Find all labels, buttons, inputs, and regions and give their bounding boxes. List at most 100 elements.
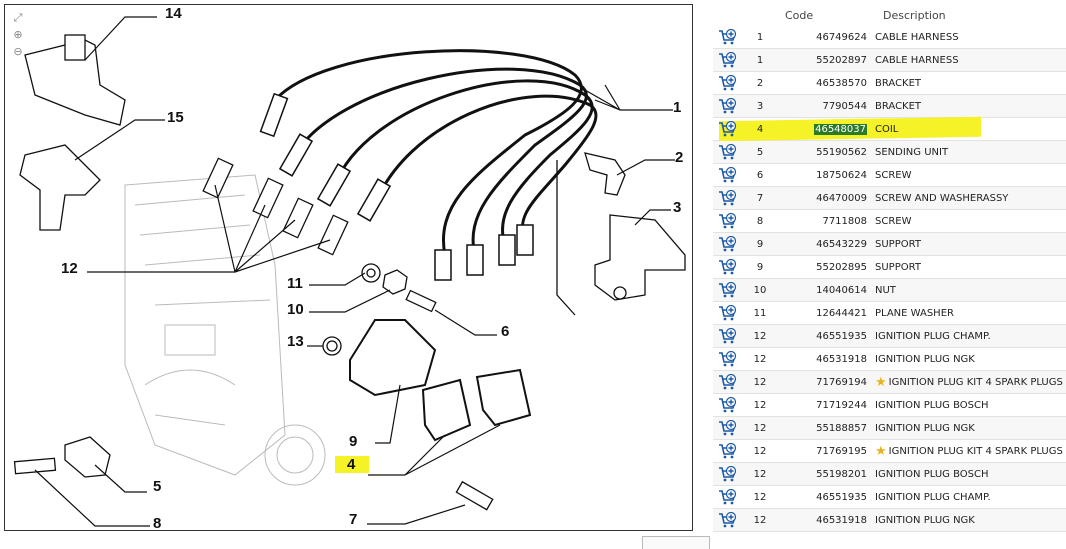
code-cell[interactable]: 18750624 — [777, 170, 875, 181]
code-cell[interactable]: 14040614 — [777, 285, 875, 296]
callout-8[interactable]: 8 — [153, 515, 162, 531]
code-cell[interactable]: 55190562 — [777, 147, 875, 158]
callout-6[interactable]: 6 — [501, 323, 510, 340]
bottom-tab[interactable] — [642, 536, 710, 549]
code-cell[interactable]: 71769195 — [777, 446, 875, 457]
code-cell[interactable]: 46551935 — [777, 492, 875, 503]
callout-15[interactable]: 15 — [167, 109, 184, 126]
add-to-cart-icon[interactable] — [713, 489, 743, 505]
add-to-cart-icon[interactable] — [713, 397, 743, 413]
callout-14[interactable]: 14 — [165, 5, 182, 22]
description-text: BRACKET — [875, 100, 922, 112]
add-to-cart-icon[interactable] — [713, 512, 743, 528]
code-cell[interactable]: 55202895 — [777, 262, 875, 273]
callout-12[interactable]: 12 — [61, 260, 78, 277]
code-cell[interactable]: 7711808 — [777, 216, 875, 227]
code-cell[interactable]: 46543229 — [777, 239, 875, 250]
add-to-cart-icon[interactable] — [713, 167, 743, 183]
code-cell[interactable]: 71719244 — [777, 400, 875, 411]
code-text: 55190562 — [816, 146, 867, 158]
code-cell[interactable]: 46548037 — [777, 123, 875, 135]
code-cell[interactable]: 55202897 — [777, 55, 875, 66]
description-text: PLANE WASHER — [875, 307, 954, 319]
add-to-cart-icon[interactable] — [713, 466, 743, 482]
add-to-cart-icon[interactable] — [713, 75, 743, 91]
add-to-cart-icon[interactable] — [713, 52, 743, 68]
description-cell: SUPPORT — [875, 262, 1066, 273]
add-to-cart-icon[interactable] — [713, 328, 743, 344]
callout-11[interactable]: 11 — [287, 275, 303, 292]
callout-3[interactable]: 3 — [673, 199, 682, 216]
add-to-cart-icon[interactable] — [713, 213, 743, 229]
callout-5[interactable]: 5 — [153, 478, 162, 495]
add-to-cart-icon[interactable] — [713, 305, 743, 321]
description-cell: NUT — [875, 285, 1066, 296]
description-cell: PLANE WASHER — [875, 308, 1066, 319]
add-to-cart-icon[interactable] — [713, 144, 743, 160]
add-to-cart-icon[interactable] — [713, 259, 743, 275]
code-cell[interactable]: 46531918 — [777, 354, 875, 365]
description-cell: CABLE HARNESS — [875, 32, 1066, 43]
code-cell[interactable]: 46551935 — [777, 331, 875, 342]
add-to-cart-icon[interactable] — [713, 236, 743, 252]
fit-icon[interactable]: ⤢ — [13, 11, 23, 24]
description-column-header[interactable]: Description — [883, 8, 946, 22]
code-text: 71719244 — [816, 399, 867, 411]
code-cell[interactable]: 71769194 — [777, 377, 875, 388]
code-cell[interactable]: 46749624 — [777, 32, 875, 43]
add-to-cart-icon[interactable] — [713, 190, 743, 206]
callout-9[interactable]: 9 — [349, 433, 358, 450]
code-text: 7711808 — [822, 215, 867, 227]
add-to-cart-icon[interactable] — [713, 98, 743, 114]
callout-10[interactable]: 10 — [287, 301, 304, 318]
callout-13[interactable]: 13 — [287, 333, 304, 350]
zoom-out-icon[interactable]: ⊖ — [13, 45, 23, 58]
code-cell[interactable]: 12644421 — [777, 308, 875, 319]
add-to-cart-icon[interactable] — [713, 374, 743, 390]
callout-1[interactable]: 1 — [673, 99, 682, 116]
parts-diagram[interactable]: ⤢ ⊕ ⊖ 14 15 1 2 3 12 11 10 6 13 9 4 5 7 … — [4, 4, 693, 531]
code-cell[interactable]: 55188857 — [777, 423, 875, 434]
callout-4[interactable]: 4 — [335, 456, 370, 473]
code-cell[interactable]: 7790544 — [777, 101, 875, 112]
code-column-header[interactable]: Code — [785, 8, 814, 22]
add-to-cart-icon[interactable] — [713, 29, 743, 45]
code-cell[interactable]: 46470009 — [777, 193, 875, 204]
add-to-cart-icon[interactable] — [713, 443, 743, 459]
callout-7[interactable]: 7 — [349, 511, 358, 528]
add-to-cart-icon[interactable] — [713, 420, 743, 436]
code-cell[interactable]: 46538570 — [777, 78, 875, 89]
zoom-in-icon[interactable]: ⊕ — [13, 28, 23, 41]
description-text: IGNITION PLUG CHAMP. — [875, 330, 991, 342]
code-cell[interactable]: 46531918 — [777, 515, 875, 526]
add-to-cart-icon[interactable] — [713, 282, 743, 298]
add-to-cart-icon[interactable] — [713, 121, 743, 137]
callout-2[interactable]: 2 — [675, 149, 684, 166]
add-to-cart-icon[interactable] — [713, 351, 743, 367]
code-cell[interactable]: 55198201 — [777, 469, 875, 480]
